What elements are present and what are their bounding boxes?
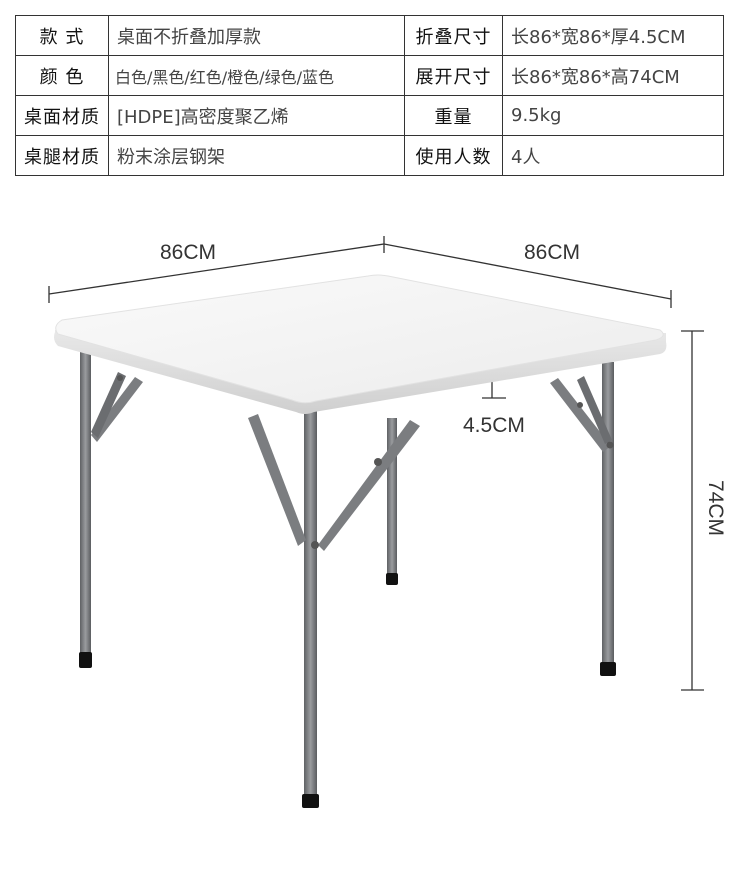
back-legs: [318, 418, 420, 585]
spec-label-unfolded-size: 展开尺寸: [404, 55, 503, 96]
spec-value-capacity: 4人: [502, 135, 724, 176]
spec-label-capacity: 使用人数: [404, 135, 503, 176]
left-leg-brace-lower: [91, 372, 126, 438]
spec-value-unfolded-size: 长86*宽86*高74CM: [502, 55, 724, 96]
front-leg-foot: [302, 794, 319, 808]
spec-value-weight: 9.5kg: [502, 95, 724, 136]
width-dimension-line: [48, 243, 385, 295]
left-leg-foot: [79, 652, 92, 668]
spec-row-style: 款 式 桌面不折叠加厚款 折叠尺寸 长86*宽86*厚4.5CM: [15, 15, 724, 56]
spec-value-top-material: [HDPE]高密度聚乙烯: [108, 95, 405, 136]
right-leg-brace-2: [577, 376, 612, 444]
spec-label-weight: 重量: [404, 95, 503, 136]
spec-label-style: 款 式: [15, 15, 109, 56]
tabletop: [54, 274, 667, 414]
spec-row-leg-material: 桌腿材质 粉末涂层钢架 使用人数 4人: [15, 135, 724, 176]
back-leg-middle: [387, 418, 397, 583]
left-leg-brace-upper: [91, 377, 143, 442]
front-leg-brace-left: [248, 414, 306, 546]
width-label: 86CM: [160, 241, 217, 264]
spec-label-leg-material: 桌腿材质: [15, 135, 109, 176]
depth-label: 86CM: [524, 241, 581, 264]
spec-value-color: 白色/黑色/红色/橙色/绿色/蓝色: [108, 55, 405, 96]
back-brace-middle: [318, 420, 420, 551]
depth-dimension-line: [383, 243, 672, 300]
spec-table: 款 式 桌面不折叠加厚款 折叠尺寸 长86*宽86*厚4.5CM 颜 色 白色/…: [15, 15, 724, 176]
tabletop-surface: [55, 274, 664, 404]
front-leg: [248, 410, 382, 808]
height-label: 74CM: [704, 479, 727, 537]
spec-label-top-material: 桌面材质: [15, 95, 109, 136]
right-leg-brace: [550, 378, 611, 452]
spec-row-top-material: 桌面材质 [HDPE]高密度聚乙烯 重量 9.5kg: [15, 95, 724, 136]
right-leg: [550, 362, 616, 676]
spec-value-leg-material: 粉末涂层钢架: [108, 135, 405, 176]
spec-value-style: 桌面不折叠加厚款: [108, 15, 405, 56]
spec-value-folded-size: 长86*宽86*厚4.5CM: [502, 15, 724, 56]
right-leg-foot: [600, 662, 616, 676]
dimension-lines: [48, 236, 704, 691]
back-leg-middle-foot: [386, 573, 398, 585]
left-leg: [79, 350, 143, 668]
spec-row-color: 颜 色 白色/黑色/红色/橙色/绿色/蓝色 展开尺寸 长86*宽86*高74CM: [15, 55, 724, 96]
thickness-label: 4.5CM: [463, 414, 525, 437]
